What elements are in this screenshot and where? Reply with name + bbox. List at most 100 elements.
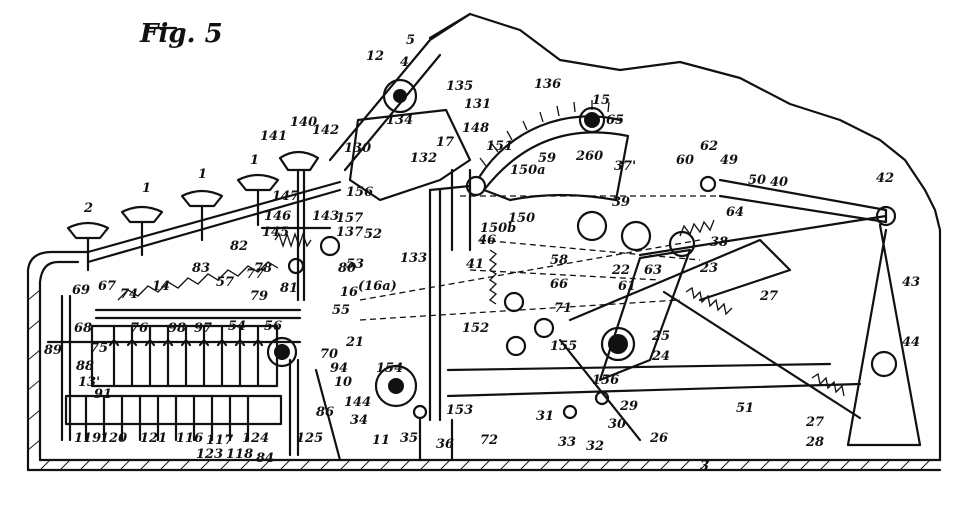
label-11: 11 <box>372 433 390 448</box>
label-81: 81 <box>280 281 298 296</box>
label-147: 147 <box>272 189 299 204</box>
label-25: 25 <box>651 329 670 344</box>
label-35: 35 <box>400 431 418 446</box>
label-13: 13' <box>78 375 100 390</box>
label-156a: 156 <box>346 185 373 200</box>
label-78: 78 <box>254 261 272 276</box>
label-37: 37' <box>614 159 636 174</box>
label-34: 34 <box>350 413 368 428</box>
label-56: 56 <box>264 319 282 334</box>
label-43: 43 <box>902 275 920 290</box>
label-28: 28 <box>805 435 824 450</box>
key-2 <box>66 221 110 272</box>
label-15: 15 <box>592 93 610 108</box>
label-70: 70 <box>320 347 338 362</box>
label-144: 144 <box>344 395 371 410</box>
label-133: 133 <box>400 251 427 266</box>
label-16a: (16a) <box>358 279 397 294</box>
label-33: 33 <box>558 435 576 450</box>
label-76: 76 <box>130 321 148 336</box>
label-3: 3 <box>700 459 709 474</box>
key-1a <box>120 205 164 257</box>
label-74: 74 <box>120 287 138 302</box>
label-135: 135 <box>446 79 473 94</box>
label-154: 154 <box>376 361 403 376</box>
label-150: 150 <box>508 211 535 226</box>
label-38: 38 <box>710 235 728 250</box>
label-71: 71 <box>554 301 572 316</box>
label-143: 143 <box>312 209 339 224</box>
label-157: 157 <box>336 211 363 226</box>
label-145: 145 <box>262 225 289 240</box>
label-24: 24 <box>651 349 670 364</box>
label-51: 51 <box>736 401 754 416</box>
label-124: 124 <box>242 431 269 446</box>
reference-labels: 2 1 1 1 3 4 5 10 11 12 14 15 16 (16a) 17… <box>44 33 920 474</box>
label-80: 80 <box>338 261 356 276</box>
label-60: 60 <box>676 153 694 168</box>
label-83: 83 <box>192 261 210 276</box>
label-151: 151 <box>486 139 513 154</box>
label-155: 155 <box>550 339 577 354</box>
label-26: 26 <box>649 431 668 446</box>
label-153: 153 <box>446 403 473 418</box>
label-62: 62 <box>700 139 718 154</box>
label-137: 137 <box>336 225 363 240</box>
label-130: 130 <box>344 141 371 156</box>
label-22: 22 <box>611 263 630 278</box>
label-119: 119 <box>74 431 101 446</box>
label-152: 152 <box>462 321 489 336</box>
label-2: 2 <box>83 201 93 216</box>
label-49: 49 <box>720 153 738 168</box>
label-118: 118 <box>226 447 253 462</box>
label-94: 94 <box>330 361 348 376</box>
label-142: 142 <box>312 123 339 138</box>
label-27b: 27 <box>805 415 824 430</box>
label-17: 17 <box>436 135 454 150</box>
label-44: 44 <box>902 335 920 350</box>
label-140: 140 <box>290 115 317 130</box>
label-57: 57 <box>216 275 234 290</box>
label-58: 58 <box>550 253 568 268</box>
label-150a: 150a <box>510 163 546 178</box>
label-1c: 1 <box>250 153 259 168</box>
label-42: 42 <box>876 171 894 186</box>
label-52: 52 <box>364 227 382 242</box>
label-27a: 27 <box>759 289 778 304</box>
label-79: 79 <box>250 289 268 304</box>
label-72: 72 <box>480 433 498 448</box>
label-88: 88 <box>76 359 94 374</box>
label-30: 30 <box>608 417 626 432</box>
label-91: 91 <box>94 387 112 402</box>
label-156b: 156 <box>592 373 619 388</box>
label-29: 29 <box>619 399 638 414</box>
lever-frame <box>314 108 922 462</box>
label-141: 141 <box>260 129 287 144</box>
label-97: 97 <box>194 321 212 336</box>
label-75: 75 <box>90 341 108 356</box>
label-260: 260 <box>575 149 603 164</box>
gear-sector-136 <box>478 100 630 202</box>
label-116: 116 <box>176 431 203 446</box>
label-86: 86 <box>316 405 334 420</box>
machine-casing <box>26 12 942 472</box>
digit-racks <box>46 294 302 457</box>
label-50: 50 <box>748 173 766 188</box>
label-84: 84 <box>256 451 274 466</box>
label-123: 123 <box>196 447 223 462</box>
label-12: 12 <box>366 49 384 64</box>
label-61: 61 <box>618 279 636 294</box>
label-134: 134 <box>386 113 413 128</box>
label-4: 4 <box>400 55 409 70</box>
label-66: 66 <box>550 277 568 292</box>
label-59: 59 <box>538 151 556 166</box>
label-31: 31 <box>536 409 554 424</box>
label-150b: 150b <box>480 221 516 236</box>
label-82: 82 <box>230 239 248 254</box>
label-40: 40 <box>770 175 788 190</box>
label-39: 39 <box>612 195 630 210</box>
label-46: 46 <box>478 233 496 248</box>
label-21: 21 <box>345 335 364 350</box>
label-41: 41 <box>466 257 484 272</box>
